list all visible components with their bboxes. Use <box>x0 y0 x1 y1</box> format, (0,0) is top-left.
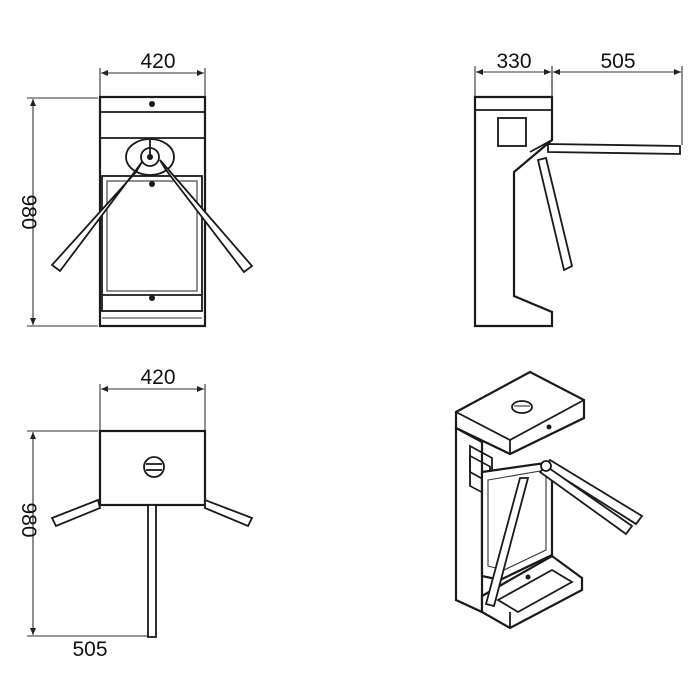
top-height-label: 980 <box>17 502 40 537</box>
front-height-label: 980 <box>17 194 40 229</box>
top-right-arm <box>204 498 254 528</box>
top-left-arm <box>50 498 102 528</box>
iso-arm-down <box>484 477 530 608</box>
isometric-view <box>454 370 644 630</box>
front-width-label: 420 <box>140 50 175 73</box>
iso-cabinet-side <box>454 426 484 614</box>
top-view: 420 980 505 <box>17 366 254 661</box>
front-cabinet <box>98 95 207 328</box>
iso-arm-upper <box>542 458 644 526</box>
iso-lock-icon <box>511 400 533 414</box>
side-horizontal-arm <box>547 143 681 155</box>
side-angled-arm <box>536 156 574 272</box>
iso-arm-lower <box>538 464 634 536</box>
side-cabinet <box>473 95 554 328</box>
front-right-arm <box>159 159 254 274</box>
front-left-arm <box>50 161 143 273</box>
front-view: 420 980 <box>17 50 254 328</box>
top-lock-icon <box>143 456 165 478</box>
side-view: 330 505 <box>473 50 683 328</box>
top-width-label: 420 <box>140 366 175 389</box>
side-depth-label: 330 <box>496 50 531 73</box>
side-arm-length-label: 505 <box>600 50 635 73</box>
top-arm-length-label: 505 <box>72 638 107 661</box>
top-vertical-arm <box>147 504 157 638</box>
